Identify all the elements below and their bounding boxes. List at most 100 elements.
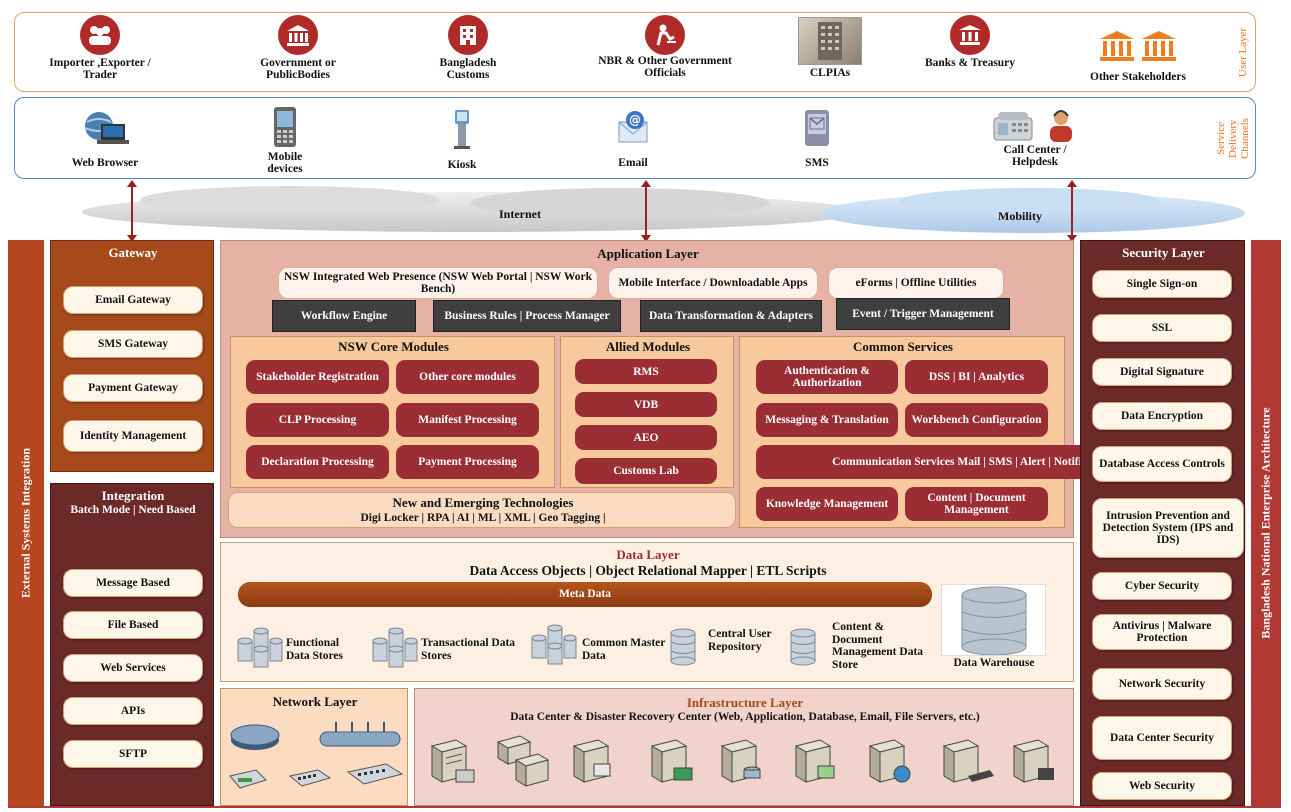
network-hub-icon bbox=[319, 722, 401, 747]
support-agent-icon bbox=[1050, 110, 1072, 142]
server-icon bbox=[572, 739, 611, 783]
application-layer-title: Application Layer bbox=[597, 246, 699, 261]
svg-text:@: @ bbox=[629, 113, 641, 127]
external-systems-bar: External Systems Integration bbox=[8, 240, 44, 806]
core-module-item: Stakeholder Registration bbox=[246, 360, 389, 394]
people-group-icon bbox=[80, 15, 120, 55]
security-item: SSL bbox=[1092, 314, 1232, 342]
router-icon bbox=[230, 724, 280, 750]
data-store-label: Functional Data Stores bbox=[286, 637, 343, 662]
switch-icon bbox=[229, 769, 267, 789]
internet-cloud-puff bbox=[140, 186, 440, 214]
core-module-item: CLP Processing bbox=[246, 403, 389, 437]
allied-module-item: VDB bbox=[575, 392, 717, 417]
email-server-icon bbox=[650, 739, 693, 783]
allied-module-item: Customs Lab bbox=[575, 458, 717, 484]
data-layer: Data Layer Data Access Objects | Object … bbox=[220, 542, 1074, 682]
security-item: Intrusion Prevention and Detection Syste… bbox=[1092, 498, 1244, 558]
mobile-interface-pill: Mobile Interface / Downloadable Apps bbox=[608, 267, 818, 299]
user-government: Government or PublicBodies bbox=[233, 13, 363, 81]
terminal-server-icon bbox=[942, 739, 994, 783]
user-government-label: Government or PublicBodies bbox=[260, 57, 336, 81]
enterprise-architecture-label: Bangladesh National Enterprise Architect… bbox=[1258, 407, 1273, 639]
common-service-item: DSS | BI | Analytics bbox=[905, 360, 1048, 394]
core-module-item: Payment Processing bbox=[396, 445, 539, 479]
database-server-icon bbox=[720, 739, 761, 783]
user-nbr: NBR & Other Government Officials bbox=[595, 13, 735, 79]
emerging-tech-list: Digi Locker | RPA | AI | ML | XML | Geo … bbox=[360, 512, 606, 524]
globe-server-icon bbox=[868, 739, 911, 783]
emerging-tech-title: New and Emerging Technologies bbox=[392, 495, 574, 510]
channel-web-browser-label: Web Browser bbox=[71, 157, 139, 169]
bottom-rule bbox=[8, 806, 1281, 808]
user-nbr-label: NBR & Other Government Officials bbox=[598, 55, 732, 79]
gateway-item: Identity Management bbox=[63, 420, 203, 452]
database-stack-icon bbox=[531, 624, 577, 665]
core-modules-title: NSW Core Modules bbox=[338, 339, 449, 354]
kiosk-icon bbox=[454, 110, 470, 149]
service-delivery-label: Service Delivery Channels bbox=[1215, 118, 1251, 160]
gateway-item: Email Gateway bbox=[63, 286, 203, 314]
infrastructure-layer-title: Infrastructure Layer bbox=[686, 695, 804, 710]
database-stack-icon bbox=[237, 627, 283, 668]
security-item: Antivirus | Malware Protection bbox=[1092, 614, 1232, 650]
eforms-pill: eForms | Offline Utilities bbox=[828, 267, 1004, 299]
channel-email: @ Email bbox=[573, 108, 693, 169]
event-trigger-box: Event / Trigger Management bbox=[836, 298, 1010, 330]
user-other-label: Other Stakeholders bbox=[1090, 71, 1186, 83]
business-rules-box: Business Rules | Process Manager bbox=[433, 300, 621, 332]
user-clpias: CLPIAs bbox=[775, 13, 885, 79]
data-store-label: Common Master Data bbox=[582, 637, 666, 662]
data-store-label: Content & Document Management Data Store bbox=[832, 621, 924, 671]
government-building-icon bbox=[278, 15, 318, 55]
allied-modules-title: Allied Modules bbox=[605, 339, 691, 354]
gateway-item: SMS Gateway bbox=[63, 330, 203, 358]
user-importer-label: Importer ,Exporter / Trader bbox=[49, 57, 151, 81]
connector-arrow bbox=[127, 180, 137, 242]
common-service-item: Messaging & Translation bbox=[756, 403, 898, 437]
emerging-tech-panel: New and Emerging Technologies Digi Locke… bbox=[228, 492, 736, 528]
data-warehouse-label: Data Warehouse bbox=[953, 657, 1035, 669]
core-module-item: Manifest Processing bbox=[396, 403, 539, 437]
external-systems-label: External Systems Integration bbox=[18, 448, 33, 598]
gateway-title: Gateway bbox=[108, 245, 158, 260]
database-cylinder-icon bbox=[670, 628, 696, 666]
file-server-icon bbox=[794, 739, 835, 783]
network-layer-title: Network Layer bbox=[272, 694, 358, 709]
security-item: Data Encryption bbox=[1092, 402, 1232, 430]
integration-item: SFTP bbox=[63, 740, 203, 768]
integration-item: Web Services bbox=[63, 654, 203, 682]
desk-phone-icon bbox=[993, 112, 1033, 141]
user-customs-label: Bangladesh Customs bbox=[439, 57, 497, 81]
switch-icon bbox=[288, 769, 332, 787]
integration-subtitle: Batch Mode | Need Based bbox=[70, 504, 196, 516]
print-server-icon bbox=[1012, 739, 1054, 783]
application-server-icon bbox=[496, 735, 550, 787]
common-service-item: Authentication & Authorization bbox=[756, 360, 898, 394]
switch-icon bbox=[346, 763, 404, 785]
user-layer-label: User Layer bbox=[1237, 27, 1249, 77]
channel-email-label: Email bbox=[618, 157, 648, 169]
security-item: Digital Signature bbox=[1092, 358, 1232, 386]
office-tower-photo-icon bbox=[798, 17, 862, 65]
service-delivery-layer: Web Browser Mobile devices Kiosk @ Email… bbox=[14, 97, 1256, 179]
channel-call-center: Call Center / Helpdesk bbox=[975, 108, 1095, 168]
enterprise-architecture-bar: Bangladesh National Enterprise Architect… bbox=[1251, 240, 1281, 806]
globe-laptop-icon bbox=[84, 112, 129, 144]
channel-web-browser: Web Browser bbox=[45, 108, 165, 169]
office-building-icon bbox=[448, 15, 488, 55]
channel-kiosk-label: Kiosk bbox=[447, 159, 477, 171]
data-warehouse-icon bbox=[961, 586, 1027, 656]
mobility-label: Mobility bbox=[998, 209, 1042, 223]
user-customs: Bangladesh Customs bbox=[403, 13, 533, 81]
channel-sms: SMS bbox=[757, 108, 877, 169]
bank-icon bbox=[950, 15, 990, 55]
security-item: Cyber Security bbox=[1092, 572, 1232, 600]
common-service-item: Workbench Configuration bbox=[905, 403, 1048, 437]
user-layer: Importer ,Exporter / Trader Government o… bbox=[14, 12, 1256, 92]
user-banks-label: Banks & Treasury bbox=[924, 57, 1016, 69]
sms-phone-icon bbox=[805, 110, 829, 146]
integration-item: APIs bbox=[63, 697, 203, 725]
channel-mobile-label: Mobile devices bbox=[267, 151, 303, 175]
institution-columns-icon bbox=[1070, 17, 1206, 63]
